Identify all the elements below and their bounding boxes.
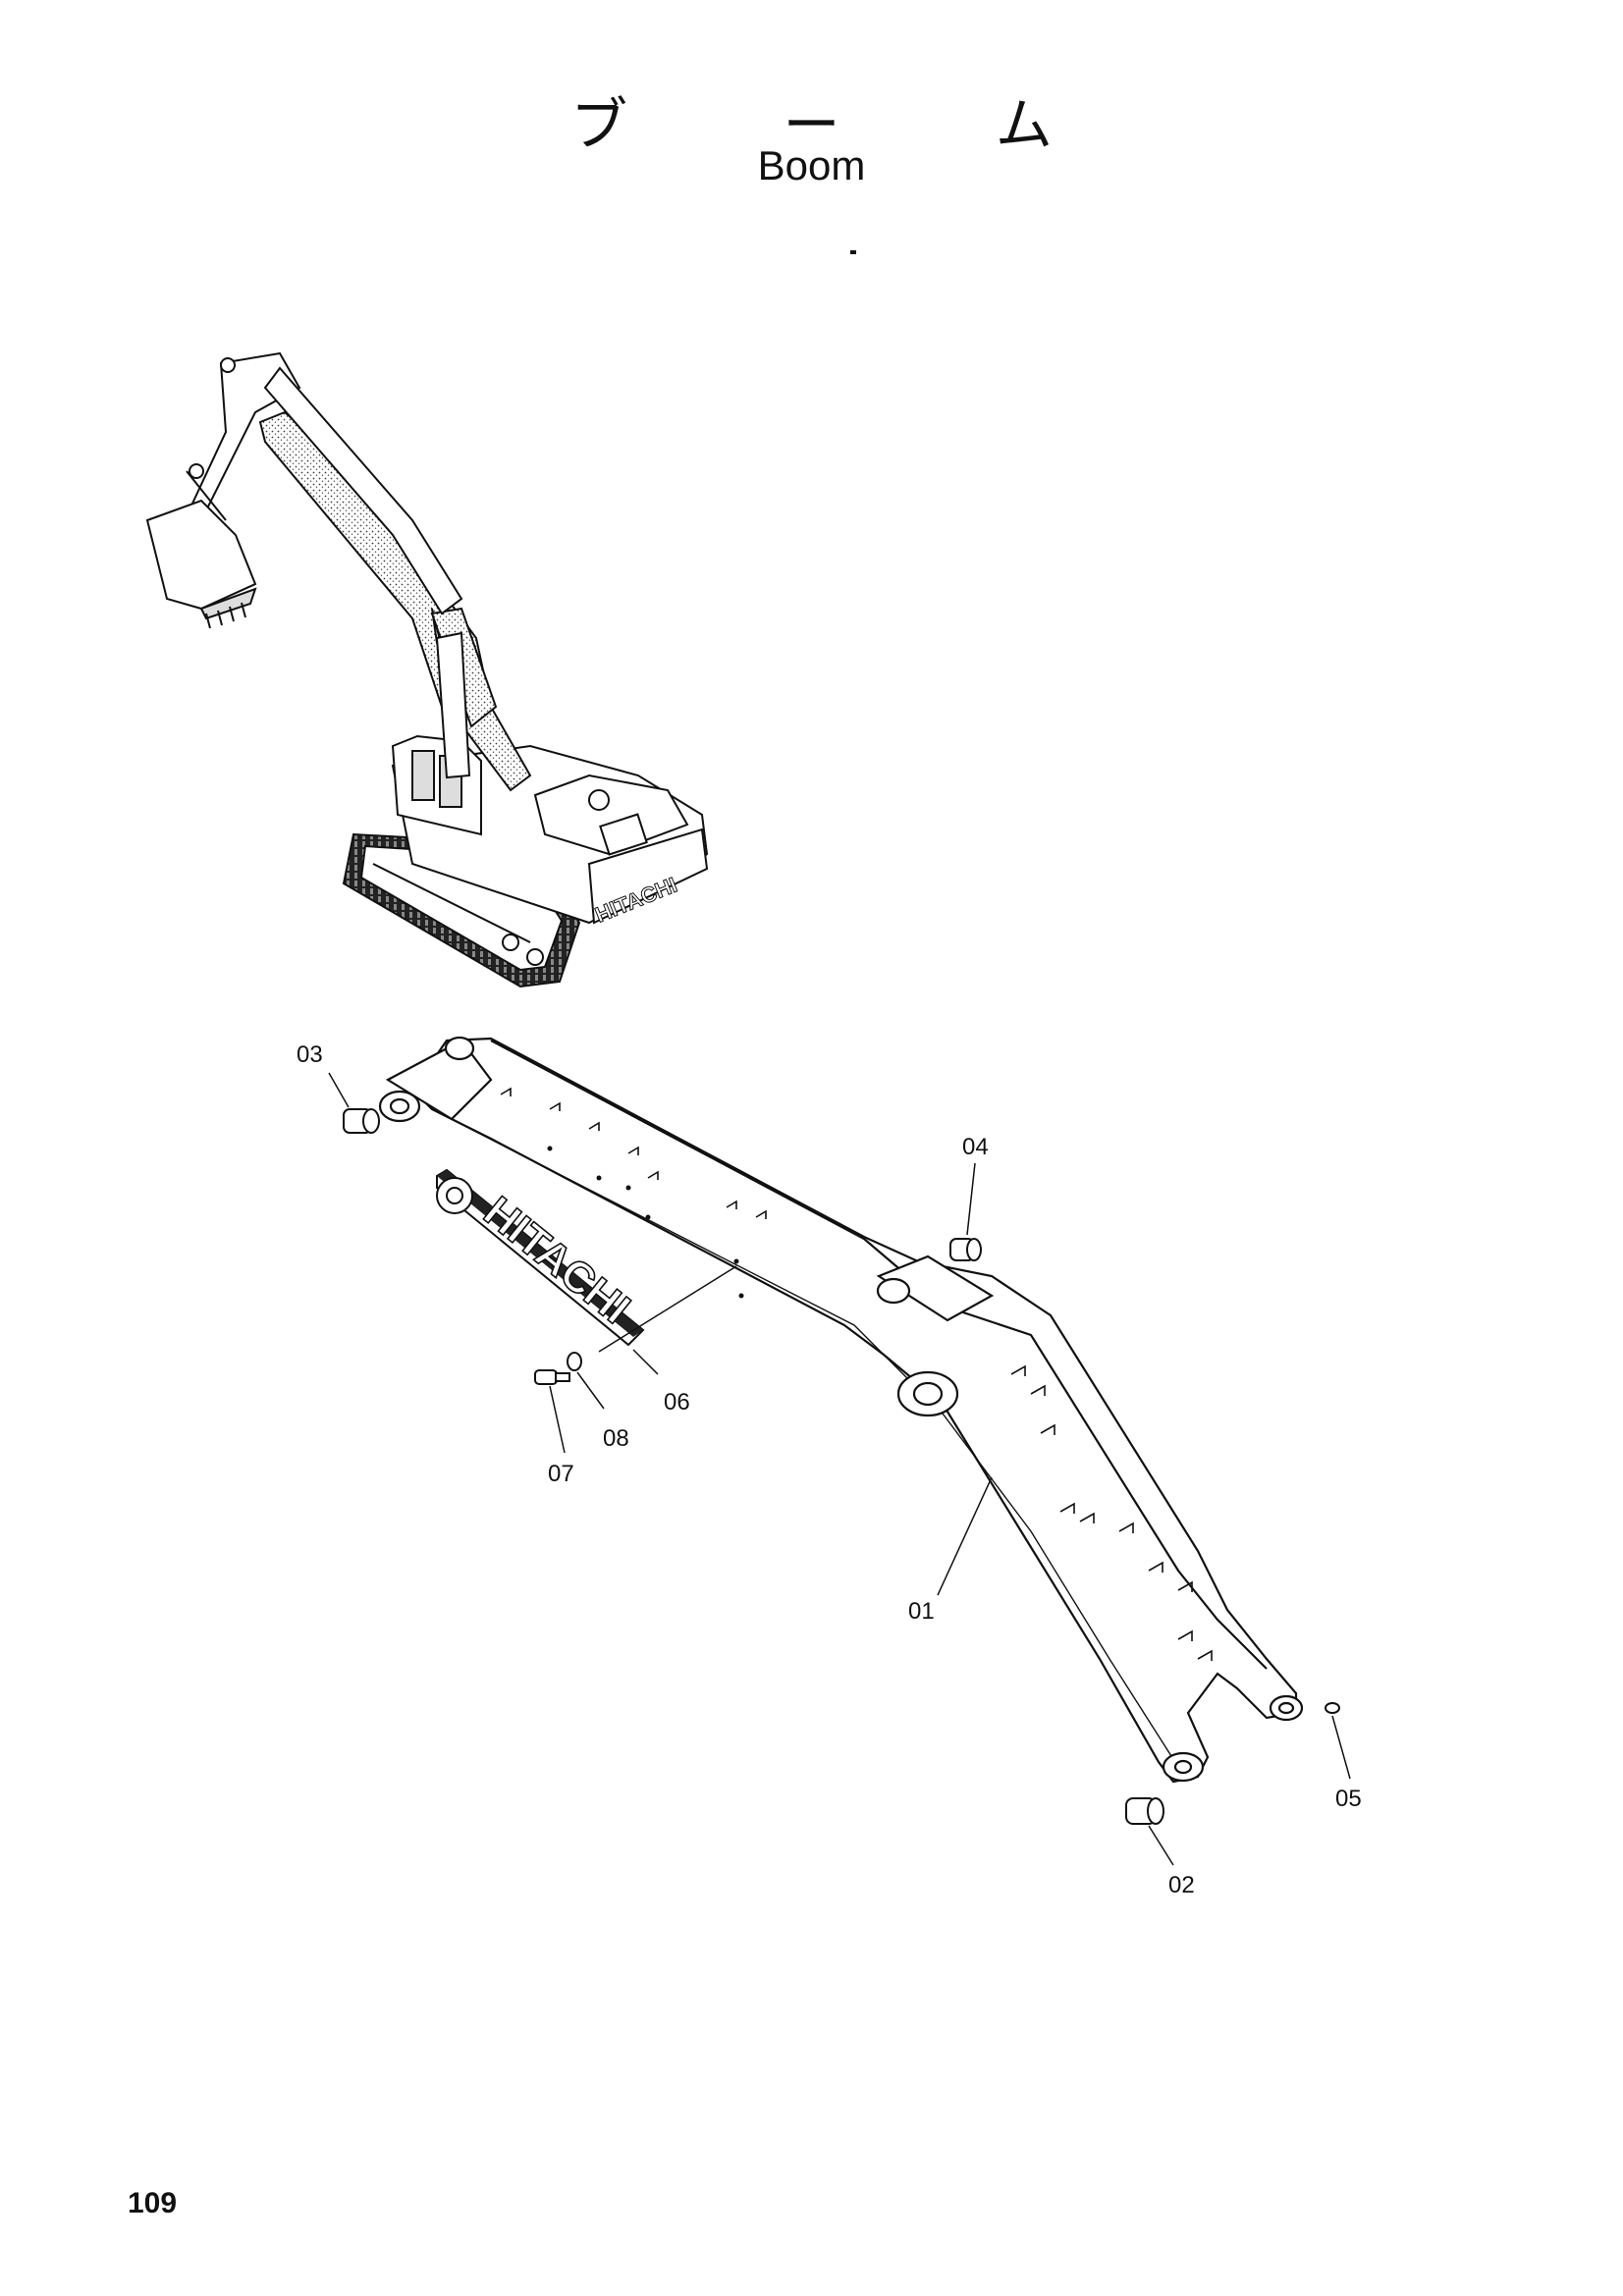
washer-08	[567, 1352, 582, 1371]
bushing-03	[343, 1108, 380, 1134]
excavator-illustration: HITACHI	[145, 351, 709, 988]
callout-labels: 03 04 06 08 07 01 05 02	[297, 1041, 1362, 1898]
grease-fitting-05	[1325, 1702, 1340, 1714]
callout-01: 01	[908, 1598, 935, 1625]
page-title-english: Boom	[757, 142, 866, 188]
boom-assembly	[378, 1036, 1304, 1784]
page-title-japanese: ブ ー ム	[570, 91, 1121, 158]
bushing-02	[1125, 1797, 1164, 1825]
callout-03: 03	[297, 1041, 323, 1068]
callout-08: 08	[603, 1425, 629, 1452]
callout-04: 04	[962, 1134, 989, 1160]
callout-06: 06	[664, 1389, 690, 1415]
callout-02: 02	[1168, 1872, 1195, 1898]
loose-parts	[343, 1108, 1340, 1825]
callout-07: 07	[548, 1461, 574, 1487]
callout-05: 05	[1335, 1786, 1362, 1812]
nameplate-brand-text: HITACHI	[475, 1188, 639, 1333]
leader-lines	[328, 1072, 1351, 1866]
bolt-07	[534, 1369, 570, 1385]
page-number: 109	[128, 2187, 178, 2219]
bushing-04	[949, 1238, 982, 1261]
